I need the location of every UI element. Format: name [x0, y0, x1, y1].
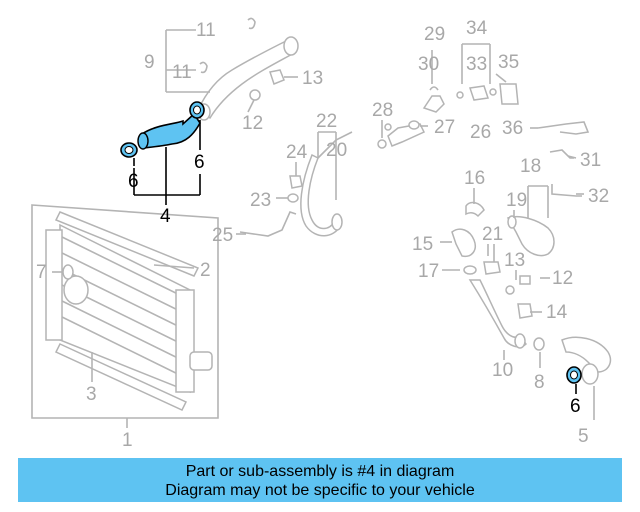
- callout-17: 17: [418, 261, 439, 282]
- callout-10: 10: [492, 360, 513, 381]
- callout-13-upper: 13: [302, 68, 323, 89]
- callout-leaders: [52, 73, 584, 313]
- lower-right-group: [451, 185, 612, 420]
- callout-6-left[interactable]: 6: [128, 171, 139, 192]
- intercooler-hose-part-4[interactable]: [141, 112, 201, 149]
- callout-29: 29: [424, 24, 445, 45]
- callout-7: 7: [36, 262, 47, 283]
- callout-4[interactable]: 4: [160, 206, 171, 227]
- callout-21: 21: [482, 224, 503, 245]
- intercooler-group: [31, 204, 219, 428]
- callout-11-top: 11: [196, 20, 216, 41]
- callout-6-right[interactable]: 6: [194, 152, 205, 173]
- callout-6-lower[interactable]: 6: [570, 396, 581, 417]
- highlight-callouts: 4 6 6 6: [128, 152, 581, 417]
- callout-11-mid: 11: [172, 62, 192, 83]
- clamp-part-6-lower-group: [566, 366, 582, 394]
- callout-28: 28: [372, 100, 393, 121]
- callout-labels: 1 2 3 5 7 8 9 10 11 11 12 12 13 13 14 15…: [36, 18, 609, 451]
- callout-20: 20: [326, 140, 347, 161]
- callout-35: 35: [498, 52, 519, 73]
- callout-12-upper: 12: [242, 113, 263, 134]
- top-right-group: [377, 43, 590, 197]
- callout-32: 32: [588, 186, 609, 207]
- callout-34: 34: [466, 18, 488, 39]
- callout-26: 26: [470, 122, 491, 143]
- highlighted-hose-group: [120, 101, 205, 205]
- callout-33: 33: [466, 54, 487, 75]
- callout-31: 31: [580, 150, 601, 171]
- callout-25: 25: [212, 225, 233, 246]
- callout-30: 30: [418, 54, 439, 75]
- callout-18: 18: [520, 156, 541, 177]
- callout-1: 1: [122, 430, 133, 451]
- callout-15: 15: [412, 234, 433, 255]
- callout-36: 36: [502, 118, 523, 139]
- banner-line-2: Diagram may not be specific to your vehi…: [165, 482, 475, 499]
- callout-22: 22: [316, 111, 337, 132]
- callout-8: 8: [534, 372, 545, 393]
- part-info-banner: Part or sub-assembly is #4 in diagram Di…: [18, 458, 622, 502]
- callout-2: 2: [200, 260, 211, 281]
- callout-12-lower: 12: [552, 268, 573, 289]
- callout-27: 27: [434, 117, 455, 138]
- callout-24: 24: [286, 142, 308, 163]
- callout-13-lower: 13: [504, 250, 525, 271]
- callout-9: 9: [144, 52, 155, 73]
- callout-16: 16: [464, 168, 485, 189]
- callout-14: 14: [546, 302, 568, 323]
- banner-line-1: Part or sub-assembly is #4 in diagram: [185, 463, 455, 480]
- callout-19: 19: [506, 190, 527, 211]
- callout-3: 3: [86, 384, 97, 405]
- middle-pipes-group: [239, 131, 353, 237]
- callout-23: 23: [250, 190, 271, 211]
- callout-5: 5: [578, 426, 589, 447]
